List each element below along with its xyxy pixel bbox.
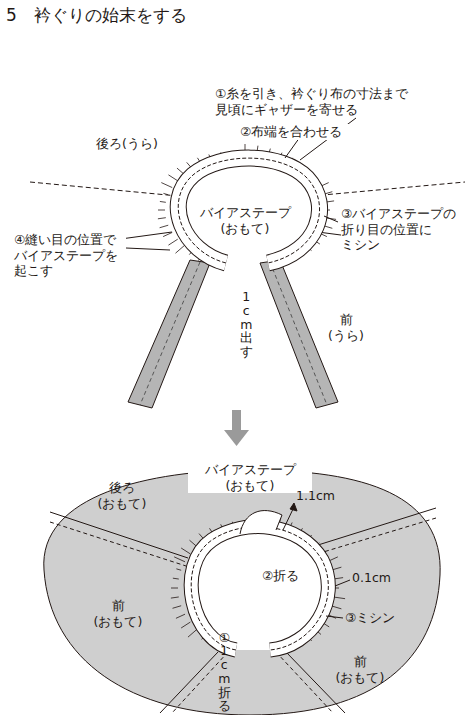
gather-tick bbox=[171, 597, 179, 598]
down-arrow bbox=[224, 410, 249, 446]
dimension: 1cm出す bbox=[240, 290, 253, 359]
step-note: ①1cm折る bbox=[218, 631, 231, 714]
part-name: バイアステープ (おもて) bbox=[185, 205, 305, 236]
gather-tick bbox=[161, 183, 172, 188]
bottom-figure bbox=[44, 470, 440, 715]
step-note: ④縫い目の位置で バイアステープを 起こす bbox=[14, 232, 126, 279]
gather-tick bbox=[171, 588, 178, 589]
gather-tick bbox=[163, 193, 168, 194]
part-name: 前 (おもて) bbox=[93, 598, 143, 629]
gather-tick bbox=[174, 557, 185, 562]
gather-tick bbox=[181, 548, 190, 554]
step-title: 5 衿ぐりの始末をする bbox=[6, 4, 187, 27]
gather-tick bbox=[173, 578, 179, 580]
dimension: 0.1cm bbox=[352, 570, 402, 586]
gather-tick bbox=[158, 210, 165, 211]
part-name: 後ろ (おもて) bbox=[87, 480, 157, 511]
gather-tick bbox=[158, 218, 166, 219]
part-name: 前 (おもて) bbox=[335, 654, 385, 685]
gather-tick bbox=[160, 225, 169, 228]
gather-tick bbox=[168, 175, 177, 181]
step-note: ①糸を引き、衿ぐり布の寸法まで 見頃にギャザーを寄せる bbox=[215, 86, 415, 117]
gather-tick bbox=[176, 614, 185, 618]
part-name: バイアステープ (おもて) bbox=[188, 462, 312, 493]
gather-tick bbox=[175, 245, 184, 253]
part-name: 前 (うら) bbox=[321, 312, 371, 343]
step-note: ③ミシン bbox=[345, 610, 415, 626]
gather-tick bbox=[176, 569, 181, 570]
gather-tick bbox=[181, 622, 190, 628]
step-note: ②布端を合わせる bbox=[240, 124, 360, 140]
step-note: ②折る bbox=[262, 568, 322, 584]
gather-tick bbox=[168, 239, 177, 245]
gather-tick bbox=[173, 606, 182, 609]
part-name: 後ろ(うら) bbox=[96, 136, 186, 152]
gather-tick bbox=[160, 201, 166, 203]
dimension: 1.1cm bbox=[296, 488, 346, 504]
step-note: ③バイアステープの 折り目の位置に ミシン bbox=[341, 206, 466, 253]
gather-tick bbox=[188, 629, 197, 637]
gather-tick bbox=[163, 232, 172, 236]
